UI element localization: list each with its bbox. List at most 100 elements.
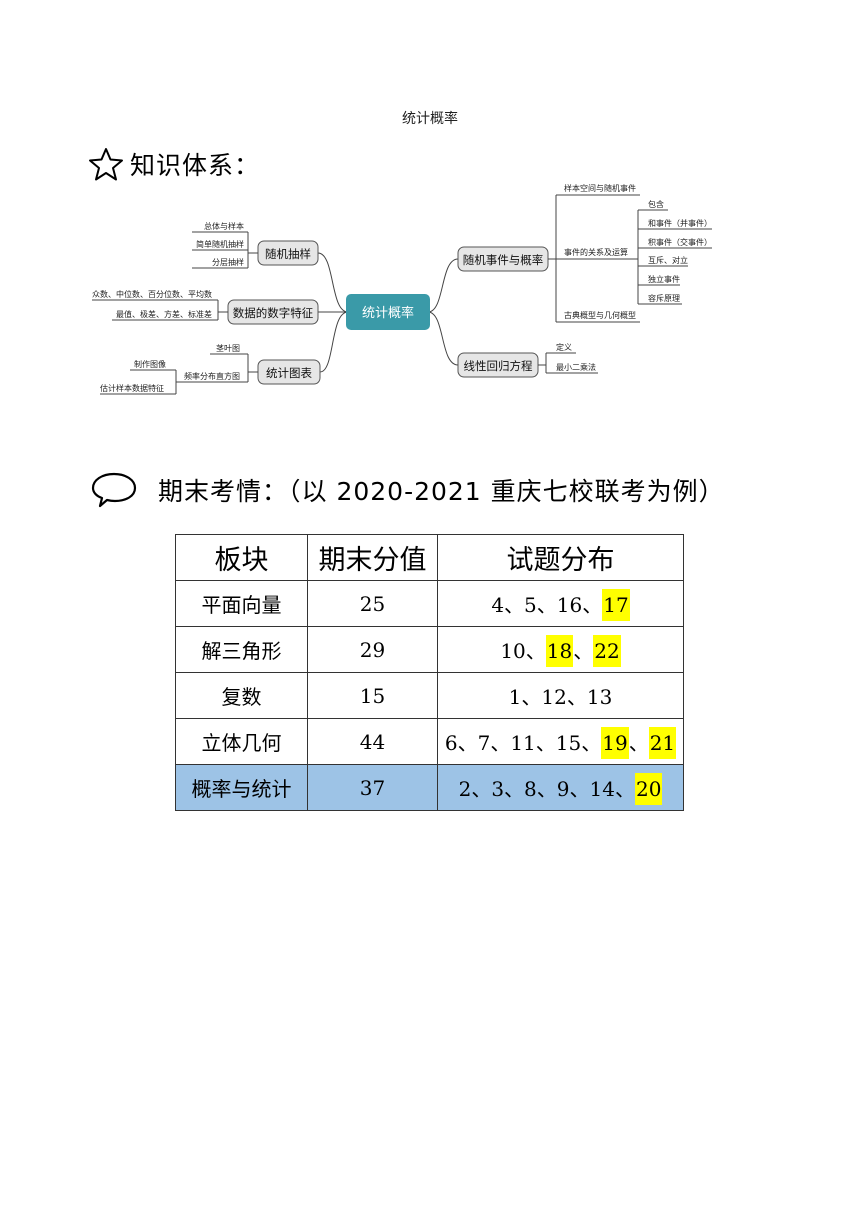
star-icon [89,148,123,181]
knowledge-system-title: 知识体系： [130,151,261,180]
cell-section: 立体几何 [175,718,308,765]
question-number: 15 [555,731,582,755]
separator: 、 [525,639,546,663]
question-number: 3 [491,777,505,801]
leaf-intersection-event: 积事件（交事件） [648,237,712,247]
table-header-row: 板块 期末分值 试题分布 [175,534,684,581]
node-statistical-charts: 统计图表 [257,359,321,385]
separator: 、 [536,777,557,801]
node-numerical-features-label: 数据的数字特征 [233,306,314,320]
node-linear-regression-label: 线性回归方程 [464,359,533,373]
question-number-highlighted: 18 [545,635,574,667]
page-title: 统计概率 [402,111,458,127]
leaf-independent-events: 独立事件 [648,274,680,284]
cell-questions: 4、5、16、17 [437,580,684,627]
question-number: 8 [524,777,537,801]
question-number: 13 [586,685,613,709]
header-questions: 试题分布 [437,534,684,581]
separator: 、 [504,593,525,617]
cell-score: 25 [307,580,438,627]
leaf-mode-median-mean: 众数、中位数、百分位数、平均数 [92,289,212,299]
connector [100,369,182,395]
node-random-sampling-label: 随机抽样 [265,247,311,261]
question-number-highlighted: 22 [593,635,621,667]
header-section: 板块 [175,534,308,581]
question-number: 7 [477,731,491,755]
leaf-estimate-features: 估计样本数据特征 [100,383,164,393]
knowledge-system-heading: 知识体系： [88,146,260,182]
cell-questions: 2、3、8、9、14、20 [437,764,684,811]
separator: 、 [536,593,557,617]
question-number: 4 [491,593,505,617]
leaf-event-relations: 事件的关系及运算 [564,247,628,257]
separator: 、 [573,639,594,663]
connector [192,231,258,269]
connector [630,209,712,305]
cell-questions: 10、18、22 [437,626,684,673]
separator: 、 [581,731,602,755]
cell-score: 15 [307,672,438,719]
question-number-highlighted: 21 [648,727,677,759]
leaf-union-event: 和事件（并事件） [648,218,712,228]
node-linear-regression: 线性回归方程 [457,352,539,378]
separator: 、 [504,777,525,801]
leaf-population-sample: 总体与样本 [204,221,244,231]
cell-section: 概率与统计 [175,764,308,811]
leaf-inclusion: 包含 [648,199,664,209]
cell-questions: 1、12、13 [437,672,684,719]
cell-score: 37 [307,764,438,811]
question-number-highlighted: 17 [602,589,630,621]
node-random-events-label: 随机事件与概率 [463,253,544,267]
leaf-make-graph: 制作图像 [134,359,166,369]
leaf-histogram: 频率分布直方图 [184,371,240,381]
leaf-mutually-exclusive: 互斥、对立 [648,255,688,265]
cell-section: 平面向量 [175,580,308,627]
separator: 、 [569,777,590,801]
connector [548,194,640,323]
leaf-range-variance: 最值、极差、方差、标准差 [116,309,212,319]
question-number: 14 [589,777,615,801]
separator: 、 [471,777,492,801]
node-random-sampling: 随机抽样 [257,240,319,266]
question-number: 10 [500,639,526,663]
center-node-label: 统计概率 [362,305,414,321]
connector [427,311,459,366]
exam-analysis-heading: 期末考情：（以 2020-2021 重庆七校联考为例） [90,470,725,510]
speech-bubble-icon [91,472,137,508]
leaf-simple-random-sampling: 简单随机抽样 [196,239,244,249]
connector [538,352,598,374]
exam-analysis-title: 期末考情：（以 2020-2021 重庆七校联考为例） [158,477,725,506]
separator: 、 [535,731,556,755]
knowledge-mind-map: 统计概率 随机抽样 总体与样本 简单随机抽样 分层抽样 数据的数字特征 众数、中… [92,183,712,395]
center-node: 统计概率 [346,294,430,330]
cell-score: 44 [307,718,438,765]
question-number: 9 [556,777,570,801]
cell-section: 解三角形 [175,626,308,673]
node-random-events: 随机事件与概率 [457,246,549,272]
leaf-classical-geometric: 古典概型与几何概型 [564,310,636,320]
separator: 、 [490,731,511,755]
node-numerical-features: 数据的数字特征 [227,299,319,325]
question-number: 2 [458,777,472,801]
question-number: 12 [541,685,567,709]
connector [319,311,349,373]
leaf-least-squares: 最小二乘法 [556,362,596,372]
separator: 、 [566,685,587,709]
cell-score: 29 [307,626,438,673]
question-number: 6 [444,731,458,755]
question-number: 16 [556,593,583,617]
question-number: 5 [524,593,537,617]
leaf-definition: 定义 [556,342,572,352]
connector [427,258,459,313]
connector [317,252,349,313]
question-number-highlighted: 19 [601,727,629,759]
separator: 、 [628,731,649,755]
leaf-stem-leaf: 茎叶图 [216,343,240,353]
header-score: 期末分值 [307,534,438,581]
